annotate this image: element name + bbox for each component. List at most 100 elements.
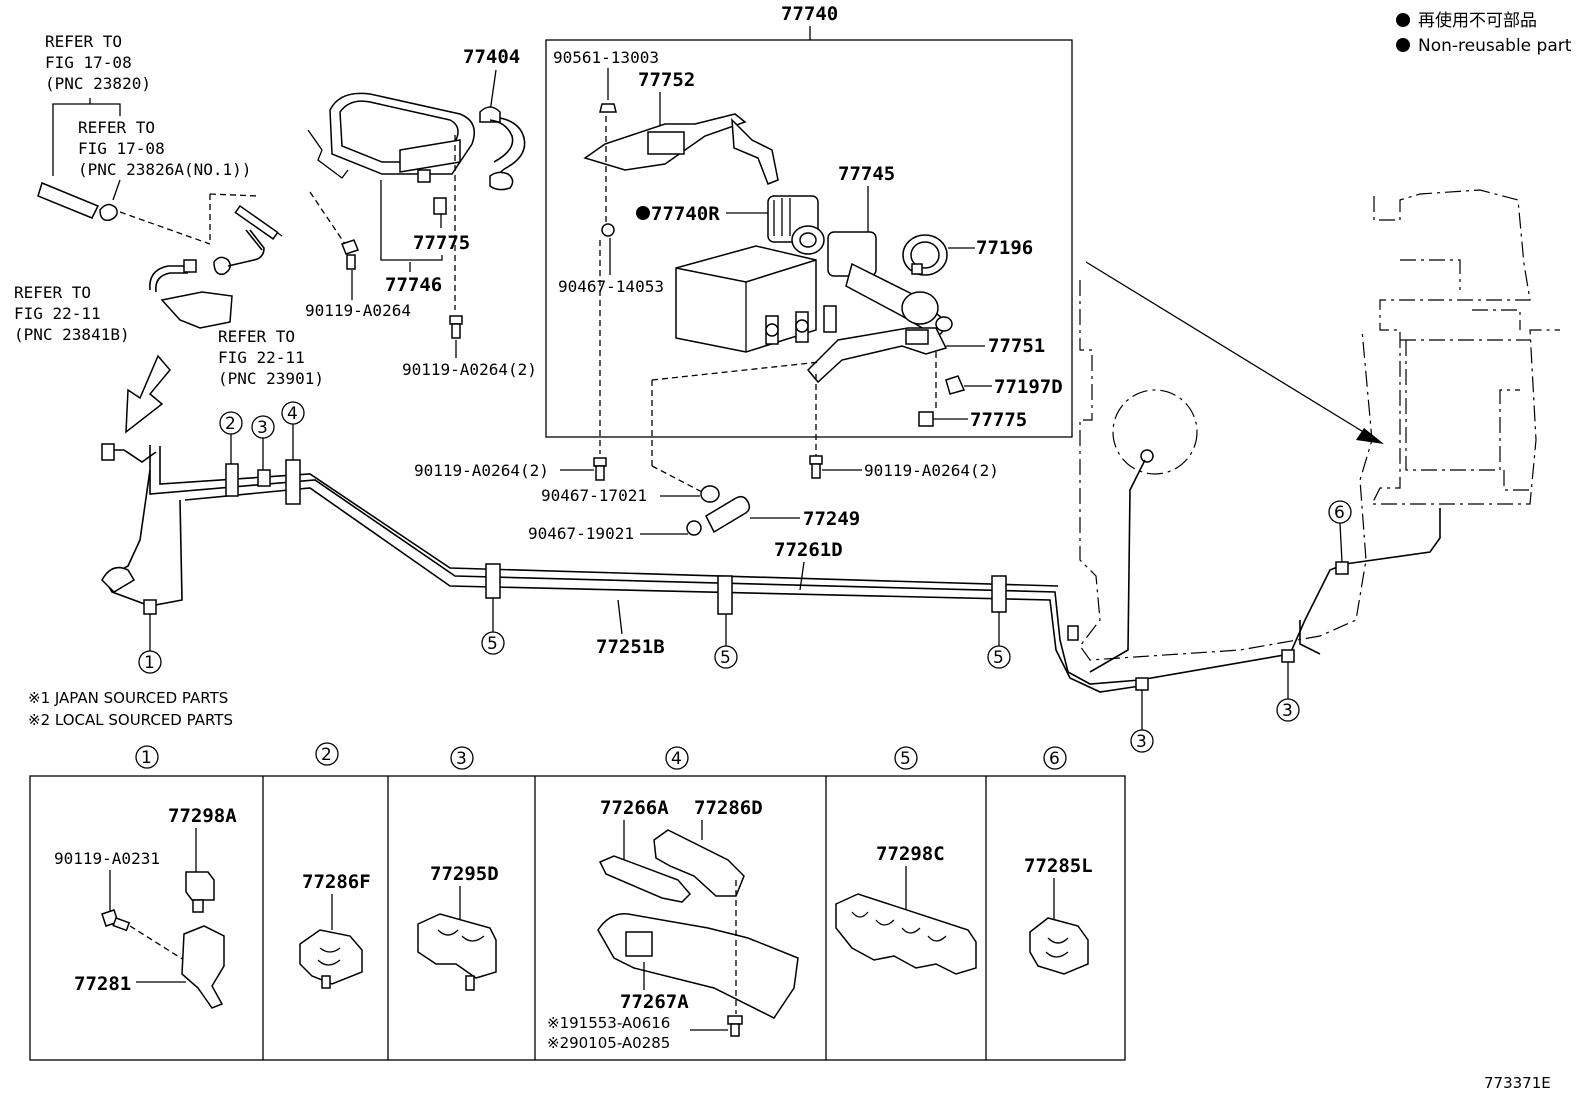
legend-bullet-2: [1396, 38, 1410, 52]
svg-text:1: 1: [141, 748, 152, 768]
canister-assy-box: [545, 39, 1073, 438]
legend-line-2: Non-reusable part: [1418, 36, 1572, 56]
part-90119-a0264-c: 90119-A0264(2): [414, 461, 549, 480]
ref-note-23826A: REFER TO FIG 17-08 (PNC 23826A(NO.1)): [78, 118, 251, 179]
bolt-90119-mid: [449, 315, 463, 339]
part-77197D: 77197D: [994, 376, 1063, 398]
detail-box-5: 77298C: [835, 843, 977, 975]
svg-text:※191553-A0616: ※191553-A0616: [547, 1014, 670, 1032]
svg-text:FIG 22-11: FIG 22-11: [14, 304, 101, 323]
part-90119-a0264-d: 90119-A0264(2): [864, 461, 999, 480]
clip-77197D: [945, 375, 966, 395]
svg-text:2: 2: [321, 745, 332, 765]
note-local: ※2 LOCAL SOURCED PARTS: [28, 711, 233, 729]
grommet-90561: [599, 103, 617, 113]
detail-boxes: [29, 775, 1126, 1061]
direction-arrow: [125, 354, 171, 434]
svg-text:4: 4: [671, 749, 682, 769]
part-77745: 77745: [838, 163, 895, 185]
bracket-77751: [806, 327, 948, 384]
bolt-90119-center: [593, 457, 607, 481]
svg-text:FIG 17-08: FIG 17-08: [45, 53, 132, 72]
callout-markers: 2 3 4 1 5 5 5 3 3 6: [138, 401, 1352, 753]
svg-text:2: 2: [225, 414, 236, 434]
part-77404: 77404: [463, 46, 520, 68]
ref-note-23820: REFER TO FIG 17-08 (PNC 23820): [45, 32, 151, 93]
line-clips: [143, 459, 1349, 691]
hose-assembly: [119, 193, 283, 329]
svg-text:4: 4: [287, 404, 298, 424]
phantom-tank: [1079, 189, 1560, 673]
detail-headers: 1 2 3 4 5 6: [135, 742, 1067, 770]
detail-box-3: 77295D: [417, 863, 499, 991]
svg-text:77286D: 77286D: [694, 797, 763, 819]
svg-text:(PNC 23901): (PNC 23901): [218, 369, 324, 388]
svg-text:90119-A0231: 90119-A0231: [54, 849, 160, 868]
legend-bullet-1: [1396, 13, 1410, 27]
fuel-lines: [101, 443, 1441, 693]
svg-text:5: 5: [900, 749, 911, 769]
part-90467-19021: 90467-19021: [528, 524, 634, 543]
svg-text:6: 6: [1049, 749, 1060, 769]
filter-77745: [827, 231, 953, 337]
ref-note-23841B: REFER TO FIG 22-11 (PNC 23841B): [14, 283, 130, 344]
svg-text:3: 3: [1136, 732, 1147, 752]
svg-text:77267A: 77267A: [620, 991, 689, 1013]
part-77196: 77196: [976, 237, 1033, 259]
clamp-77196: [902, 234, 948, 276]
svg-text:77266A: 77266A: [600, 797, 669, 819]
part-77775-b: 77775: [970, 409, 1027, 431]
part-77261D: 77261D: [774, 539, 843, 561]
part-90119-a0264-a: 90119-A0264: [305, 301, 411, 320]
note-japan: ※1 JAPAN SOURCED PARTS: [28, 689, 228, 707]
legend: 再使用不可部品 Non-reusable part: [1396, 10, 1572, 56]
non-reusable-dot-77740R: [636, 206, 650, 220]
svg-text:※290105-A0285: ※290105-A0285: [547, 1034, 670, 1052]
svg-text:REFER TO: REFER TO: [78, 118, 155, 137]
svg-text:77286F: 77286F: [302, 871, 371, 893]
svg-text:(PNC 23820): (PNC 23820): [45, 74, 151, 93]
fuel-tube-stub: [37, 181, 118, 222]
part-77251B: 77251B: [596, 636, 665, 658]
part-77249: 77249: [803, 508, 860, 530]
svg-text:77295D: 77295D: [430, 863, 499, 885]
part-77775-a: 77775: [413, 232, 470, 254]
part-90119-a0264-b: 90119-A0264(2): [402, 360, 537, 379]
hose-77249: [686, 495, 751, 536]
svg-text:6: 6: [1334, 503, 1345, 523]
detail-box-2: 77286F: [299, 871, 371, 989]
figure-id: 773371E: [1484, 1074, 1551, 1092]
detail-box-6: 77285L: [1024, 855, 1093, 975]
svg-text:77281: 77281: [74, 973, 131, 995]
bolt-90119-left: [341, 239, 359, 270]
ref-note-23901: REFER TO FIG 22-11 (PNC 23901): [218, 327, 324, 388]
svg-text:77298C: 77298C: [876, 843, 945, 865]
direction-arrow-right: [1085, 261, 1384, 444]
canister-top: [307, 92, 475, 183]
svg-text:(PNC 23841B): (PNC 23841B): [14, 325, 130, 344]
detail-box-4: 77266A 77286D 77267A ※191553-A0616 ※2901…: [547, 797, 799, 1052]
canister-body: [675, 245, 837, 353]
part-90467-17021: 90467-17021: [541, 486, 647, 505]
svg-text:REFER TO: REFER TO: [45, 32, 122, 51]
clamp-90467-17021: [700, 485, 720, 503]
svg-text:REFER TO: REFER TO: [218, 327, 295, 346]
part-77752: 77752: [638, 69, 695, 91]
part-90467-14053: 90467-14053: [558, 277, 664, 296]
svg-text:5: 5: [720, 648, 731, 668]
vsv-77740R: [767, 195, 825, 255]
svg-text:FIG 22-11: FIG 22-11: [218, 348, 305, 367]
legend-line-1: 再使用不可部品: [1418, 10, 1537, 31]
bracket-77752: [583, 113, 779, 185]
grommet-77775-b: [918, 411, 934, 427]
svg-text:3: 3: [456, 749, 467, 769]
hose-77404: [479, 106, 526, 191]
svg-text:77285L: 77285L: [1024, 855, 1093, 877]
svg-text:5: 5: [993, 648, 1004, 668]
part-77740R: 77740R: [651, 203, 720, 225]
svg-text:77298A: 77298A: [168, 805, 237, 827]
bolt-90119-right: [809, 455, 823, 479]
part-77746: 77746: [385, 274, 442, 296]
svg-text:FIG 17-08: FIG 17-08: [78, 139, 165, 158]
